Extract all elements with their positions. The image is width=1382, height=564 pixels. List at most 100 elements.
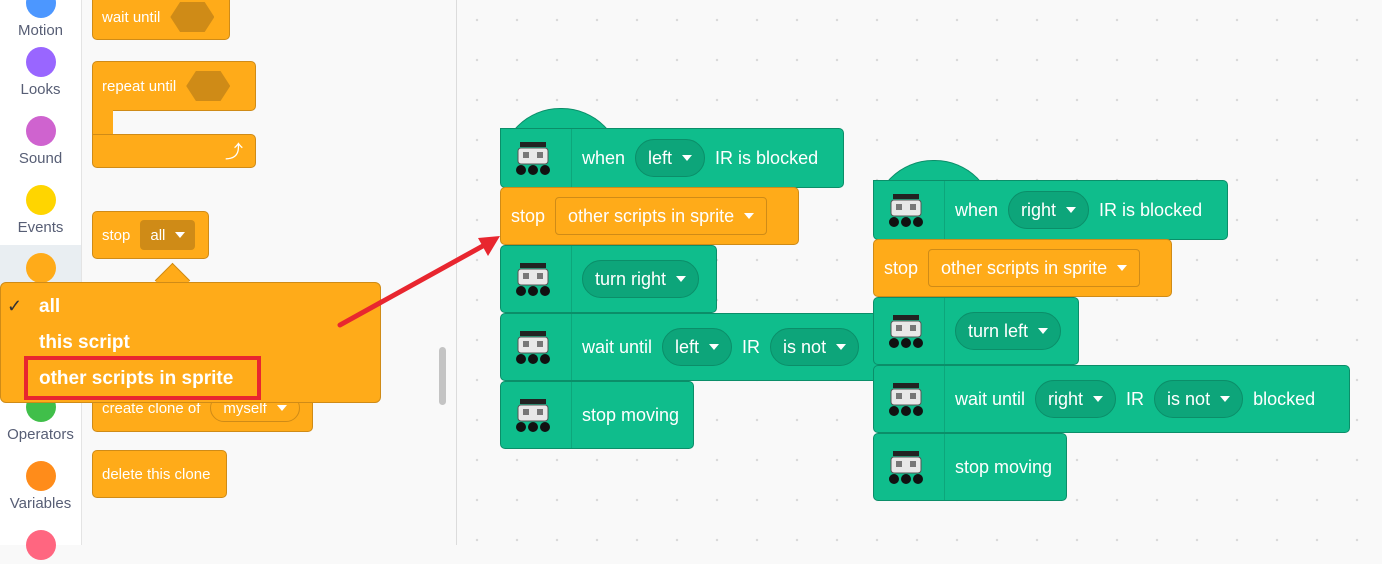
condition-dropdown[interactable]: is not	[1154, 380, 1244, 418]
repeat-until-block[interactable]: repeat until	[92, 61, 256, 111]
chevron-down-icon	[1117, 265, 1128, 271]
turn-block[interactable]: turn right	[500, 245, 717, 313]
condition-dropdown[interactable]: is not	[770, 328, 860, 366]
delete-clone-block[interactable]: delete this clone	[92, 450, 227, 498]
dropdown-value: right	[1048, 388, 1084, 409]
robot-icon	[889, 383, 923, 416]
dropdown-value: turn right	[595, 268, 667, 289]
block-label: wait until	[102, 8, 161, 26]
condition-slot[interactable]	[186, 71, 231, 101]
loop-arrow-icon: ⤴	[225, 142, 243, 162]
block-label: blocked	[1253, 388, 1316, 409]
turn-block[interactable]: turn left	[873, 297, 1079, 365]
category-label: Looks	[20, 81, 61, 98]
robot-icon	[516, 331, 550, 364]
checkmark-icon: ✓	[7, 296, 23, 316]
divider	[944, 298, 945, 364]
stop-block[interactable]: stop other scripts in sprite	[500, 187, 799, 245]
chevron-down-icon	[276, 405, 287, 411]
category-motion[interactable]: Motion	[0, 0, 81, 39]
wait-until-block[interactable]: wait until	[92, 0, 230, 40]
chevron-down-icon	[1093, 396, 1104, 402]
category-label: Sound	[18, 150, 63, 167]
block-palette: wait until repeat until ⤴ stop all creat…	[82, 0, 457, 545]
dropdown-value: right	[1021, 199, 1057, 220]
stop-dropdown[interactable]: other scripts in sprite	[555, 197, 768, 235]
block-label: when	[582, 147, 626, 168]
when-right-ir-blocked-hat[interactable]: when right IR is blocked	[873, 180, 1228, 240]
menu-item-this-script[interactable]: this script	[39, 332, 130, 353]
dropdown-value: is not	[1167, 388, 1211, 409]
dropdown-value: other scripts in sprite	[941, 257, 1108, 278]
category-sidebar: Motion Looks Sound Events Operators Vari…	[0, 0, 82, 560]
stop-moving-block[interactable]: stop moving	[500, 381, 694, 449]
divider	[944, 181, 945, 239]
block-label: stop moving	[955, 456, 1053, 477]
palette-scrollbar[interactable]	[439, 347, 446, 405]
robot-icon	[516, 263, 550, 296]
stop-block[interactable]: stop other scripts in sprite	[873, 239, 1172, 297]
condition-slot[interactable]	[170, 2, 215, 32]
stop-moving-block[interactable]: stop moving	[873, 433, 1067, 501]
chevron-down-icon	[744, 213, 755, 219]
chevron-down-icon	[836, 344, 847, 350]
chevron-down-icon	[1038, 328, 1049, 334]
category-variables[interactable]: Variables	[0, 461, 81, 512]
repeat-until-arm	[92, 110, 113, 136]
divider	[571, 129, 572, 187]
sensor-side-dropdown[interactable]: right	[1008, 191, 1090, 229]
stop-dropdown[interactable]: other scripts in sprite	[928, 249, 1141, 287]
menu-item-all[interactable]: all	[39, 296, 61, 317]
block-label: when	[955, 199, 999, 220]
looks-dot-icon	[25, 47, 56, 77]
chevron-down-icon	[709, 344, 720, 350]
motion-dot-icon	[25, 0, 56, 18]
category-label: Operators	[7, 426, 74, 443]
divider	[944, 366, 945, 432]
block-label: delete this clone	[102, 465, 211, 483]
sensor-side-dropdown[interactable]: right	[1035, 380, 1117, 418]
stop-dropdown[interactable]: all	[140, 220, 196, 250]
wait-until-ir-block[interactable]: wait until left IR is not	[500, 313, 885, 381]
chevron-down-icon	[676, 276, 687, 282]
sensor-side-dropdown[interactable]: left	[662, 328, 733, 366]
myblocks-dot-icon	[25, 530, 56, 560]
control-dot-icon	[25, 253, 56, 283]
robot-icon	[889, 451, 923, 484]
category-sound[interactable]: Sound	[0, 116, 81, 167]
sensor-side-dropdown[interactable]: left	[635, 139, 706, 177]
category-looks[interactable]: Looks	[0, 47, 81, 98]
category-myblocks[interactable]	[0, 530, 81, 564]
menu-item-other-scripts[interactable]: other scripts in sprite	[39, 368, 234, 389]
block-label: stop moving	[582, 404, 680, 425]
chevron-down-icon	[1220, 396, 1231, 402]
when-left-ir-blocked-hat[interactable]: when left IR is blocked	[500, 128, 844, 188]
dropdown-value: is not	[783, 336, 827, 357]
turn-direction-dropdown[interactable]: turn right	[582, 260, 700, 298]
category-events[interactable]: Events	[0, 185, 81, 236]
turn-direction-dropdown[interactable]: turn left	[955, 312, 1062, 350]
wait-until-ir-block[interactable]: wait until right IR is not blocked	[873, 365, 1350, 433]
sound-dot-icon	[25, 116, 56, 146]
block-label: stop	[884, 257, 919, 278]
stop-dropdown-value: all	[150, 226, 166, 244]
variables-dot-icon	[25, 461, 56, 491]
block-label: IR is blocked	[1099, 199, 1203, 220]
stop-options-menu: ✓ all this script other scripts in sprit…	[0, 282, 381, 403]
block-label: IR is blocked	[715, 147, 819, 168]
block-label: stop	[511, 205, 546, 226]
dropdown-value: left	[675, 336, 700, 357]
divider	[944, 434, 945, 500]
block-label: repeat until	[102, 77, 177, 95]
annotation-arrow-icon	[337, 236, 500, 328]
category-label: Variables	[9, 495, 72, 512]
category-label: Events	[17, 219, 64, 236]
stop-block[interactable]: stop all	[92, 211, 209, 259]
chevron-down-icon	[682, 155, 693, 161]
highlight-box	[24, 356, 261, 400]
repeat-until-footer: ⤴	[92, 134, 256, 168]
category-label: Motion	[17, 22, 64, 39]
robot-icon	[889, 315, 923, 348]
robot-icon	[889, 194, 923, 227]
block-label: wait until	[582, 336, 653, 357]
